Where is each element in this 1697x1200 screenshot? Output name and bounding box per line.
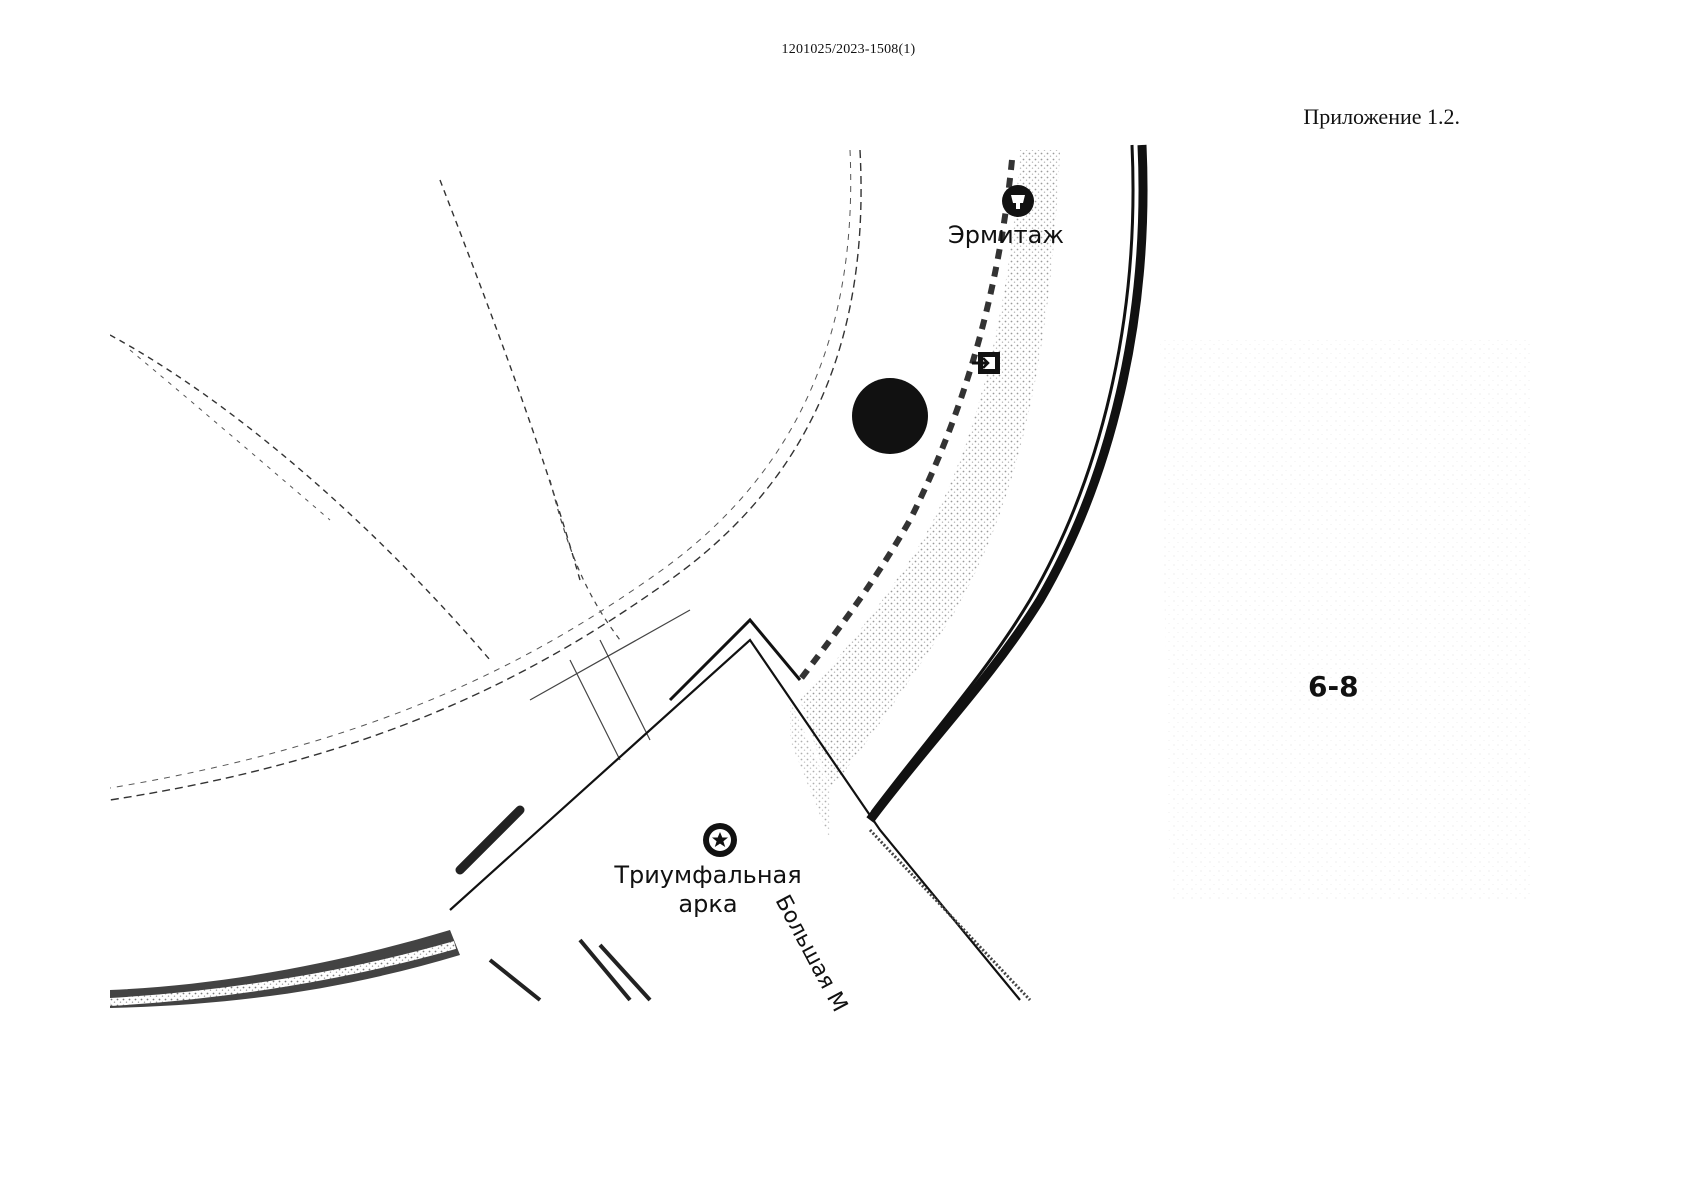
star-landmark-icon bbox=[703, 823, 737, 857]
radial-line-4 bbox=[129, 349, 331, 521]
map-canvas: Эрмитаж Триумфальная арка Большая М 6-8 bbox=[110, 144, 1530, 1016]
entrance-icon bbox=[972, 352, 1000, 374]
appendix-label: Приложение 1.2. bbox=[1303, 104, 1460, 129]
street-label: Большая М bbox=[770, 891, 852, 1016]
arch-label-line1: Триумфальная bbox=[613, 861, 801, 889]
dark-stroke-left bbox=[455, 805, 525, 875]
curve-road-inner bbox=[110, 149, 852, 789]
embankment-edge bbox=[866, 144, 1148, 823]
museum-icon bbox=[1002, 185, 1034, 217]
radial-line-3 bbox=[549, 479, 621, 641]
radial-line-1 bbox=[110, 334, 491, 661]
bottom-band-texture bbox=[110, 941, 457, 1006]
hermitage-label: Эрмитаж bbox=[948, 221, 1064, 249]
map-area[interactable]: Эрмитаж Триумфальная арка Большая М 6-8 bbox=[110, 140, 1530, 1100]
embankment-edge-taper bbox=[870, 144, 1135, 813]
junction-lines bbox=[529, 609, 691, 761]
embankment-stipple bbox=[800, 150, 1060, 790]
dashed-route bbox=[797, 159, 1015, 682]
radial-line-2 bbox=[439, 179, 581, 581]
bottom-band bbox=[110, 930, 460, 1008]
arch-block bbox=[449, 638, 1021, 1001]
house-number-label: 6-8 bbox=[1308, 670, 1359, 703]
arch-block-right-edge bbox=[868, 828, 1032, 1002]
curve-road-outer bbox=[110, 149, 862, 801]
bottom-hatches bbox=[488, 938, 652, 1002]
arch-label-line2: арка bbox=[678, 890, 737, 918]
document-number: 1201025/2023-1508(1) bbox=[781, 42, 916, 57]
location-marker bbox=[852, 378, 928, 454]
speckle-area-right bbox=[1160, 340, 1530, 900]
stipple-patch bbox=[790, 700, 830, 840]
zigzag-boundary bbox=[668, 617, 802, 702]
